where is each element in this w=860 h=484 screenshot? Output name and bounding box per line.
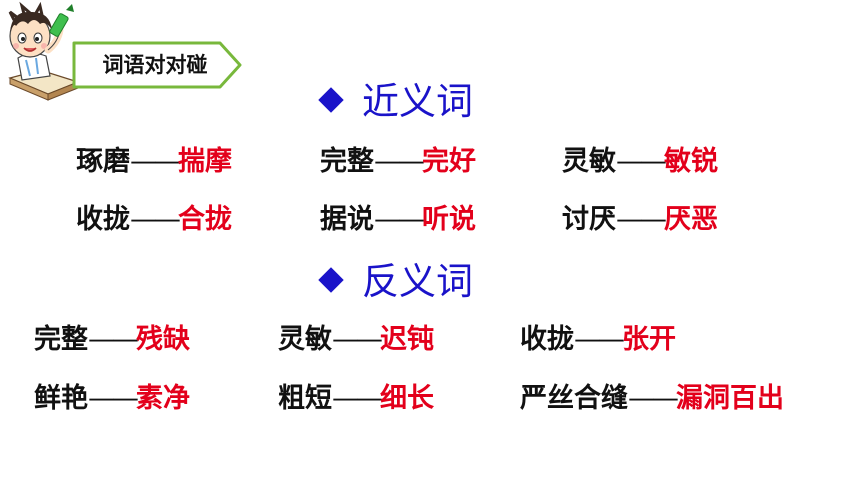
pair-answer: 听说 <box>422 204 476 235</box>
pair-dash: —— <box>574 324 625 355</box>
pair-answer: 揣摩 <box>178 146 232 177</box>
pair-answer: 细长 <box>380 383 434 414</box>
antonym-pair: 灵敏——迟钝 <box>278 322 434 358</box>
title-tag: 词语对对碰 <box>68 40 244 90</box>
pair-word: 严丝合缝 <box>520 383 628 414</box>
pair-word: 灵敏 <box>278 324 332 355</box>
pair-word: 灵敏 <box>562 146 616 177</box>
title-tag-frame <box>72 41 242 89</box>
pair-word: 琢磨 <box>76 146 130 177</box>
synonym-pair: 据说——听说 <box>320 202 476 238</box>
pair-dash: —— <box>88 324 139 355</box>
pair-dash: —— <box>88 383 139 414</box>
boy-reading-illustration <box>8 1 80 101</box>
pair-dash: —— <box>130 146 181 177</box>
pair-dash: —— <box>616 146 667 177</box>
pair-word: 完整 <box>320 146 374 177</box>
synonym-pair: 灵敏——敏锐 <box>562 144 718 180</box>
synonyms-heading: 近义词 <box>318 80 473 124</box>
pair-answer: 厌恶 <box>664 204 718 235</box>
antonyms-heading-text: 反义词 <box>362 260 473 303</box>
pair-word: 收拢 <box>76 204 130 235</box>
pair-dash: —— <box>332 383 383 414</box>
pair-word: 据说 <box>320 204 374 235</box>
pair-answer: 张开 <box>622 324 676 355</box>
pair-word: 收拢 <box>520 324 574 355</box>
pair-answer: 迟钝 <box>380 324 434 355</box>
pair-answer: 漏洞百出 <box>676 383 784 414</box>
synonyms-heading-text: 近义词 <box>362 80 473 123</box>
diamond-icon <box>318 266 344 293</box>
antonym-pair: 粗短——细长 <box>278 381 434 417</box>
pair-dash: —— <box>616 204 667 235</box>
pair-dash: —— <box>130 204 181 235</box>
antonym-pair: 收拢——张开 <box>520 322 676 358</box>
pair-word: 讨厌 <box>562 204 616 235</box>
title-tag-label: 词语对对碰 <box>102 53 208 77</box>
antonyms-heading: 反义词 <box>318 260 473 304</box>
pair-answer: 完好 <box>422 146 476 177</box>
synonym-pair: 完整——完好 <box>320 144 476 180</box>
antonym-pair: 鲜艳——素净 <box>34 381 190 417</box>
pair-word: 完整 <box>34 324 88 355</box>
pair-dash: —— <box>374 204 425 235</box>
pair-answer: 素净 <box>136 383 190 414</box>
pair-dash: —— <box>628 383 679 414</box>
synonym-pair: 琢磨——揣摩 <box>76 144 232 180</box>
pair-answer: 残缺 <box>136 324 190 355</box>
pair-word: 粗短 <box>278 383 332 414</box>
pair-answer: 合拢 <box>178 204 232 235</box>
pair-answer: 敏锐 <box>664 146 718 177</box>
pair-dash: —— <box>374 146 425 177</box>
antonym-pair: 完整——残缺 <box>34 322 190 358</box>
synonym-pair: 讨厌——厌恶 <box>562 202 718 238</box>
pair-word: 鲜艳 <box>34 383 88 414</box>
antonym-pair: 严丝合缝——漏洞百出 <box>520 381 784 417</box>
synonym-pair: 收拢——合拢 <box>76 202 232 238</box>
diamond-icon <box>318 86 344 113</box>
pair-dash: —— <box>332 324 383 355</box>
